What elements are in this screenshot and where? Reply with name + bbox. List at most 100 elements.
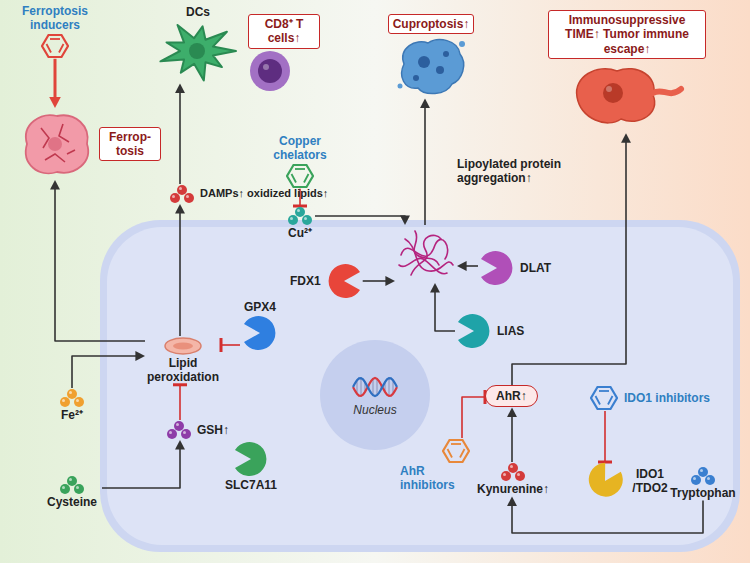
protein-label: DLAT bbox=[478, 249, 551, 287]
arrow-head bbox=[135, 351, 145, 361]
protein-label: GPX4 bbox=[240, 300, 280, 352]
icon-art bbox=[590, 385, 618, 411]
arrow-head bbox=[420, 98, 430, 108]
connector-line bbox=[179, 91, 181, 184]
icon bbox=[590, 385, 618, 411]
inhibition-connector bbox=[598, 411, 612, 462]
node-text: Ferroptosis inducers bbox=[5, 4, 105, 33]
icon bbox=[352, 373, 398, 403]
icon bbox=[395, 225, 457, 283]
transporter-label: SLC7A11 bbox=[214, 440, 288, 492]
drug-label: AhR inhibitors bbox=[400, 438, 470, 493]
connector-line bbox=[55, 188, 145, 341]
icon bbox=[58, 475, 86, 495]
arrow-connector bbox=[72, 351, 145, 388]
icon bbox=[325, 262, 363, 300]
icon-art bbox=[395, 225, 457, 283]
protein-label: FDX1 bbox=[290, 262, 363, 300]
icon-art bbox=[163, 336, 203, 356]
connector-line bbox=[221, 344, 240, 346]
arrow-head bbox=[385, 276, 395, 286]
node-text: SLC7A11 bbox=[225, 478, 277, 492]
connector-line bbox=[102, 448, 180, 488]
receptor-box: AhR↑ bbox=[485, 385, 538, 407]
node-text: Kynurenine↑ bbox=[477, 482, 549, 496]
molecule-label: Tryptophan bbox=[670, 466, 736, 500]
arrow-connector bbox=[430, 283, 455, 331]
node-text: AhR↑ bbox=[496, 389, 527, 403]
node-text: AhR inhibitors bbox=[400, 464, 470, 493]
outcome-box: Cuproptosis↑ bbox=[386, 14, 476, 98]
arrow-connector bbox=[507, 407, 517, 462]
icon bbox=[569, 59, 685, 133]
drug-label: Ferroptosis inducers bbox=[5, 4, 105, 59]
arrow-connector bbox=[507, 496, 703, 533]
node-text: Lipid peroxidation bbox=[145, 356, 221, 385]
icon-art bbox=[569, 59, 685, 133]
arrow-connector bbox=[50, 180, 145, 341]
connector-line bbox=[315, 216, 405, 221]
icon-art bbox=[286, 206, 314, 226]
molecule-label: Cu²⁺ bbox=[285, 206, 315, 240]
node-text: Immunosuppressive TIME↑ Tumor immune esc… bbox=[548, 10, 706, 59]
icon-art bbox=[394, 34, 468, 98]
node-text: FDX1 bbox=[290, 274, 321, 288]
node-text: CD8⁺ T cells↑ bbox=[248, 14, 320, 49]
enzyme-label: IDO1 /TDO2 bbox=[586, 462, 672, 500]
node-text: DCs bbox=[186, 5, 210, 19]
arrow-connector bbox=[49, 59, 61, 108]
connector-line bbox=[604, 411, 606, 462]
drug-label: IDO1 inhibitors bbox=[590, 385, 710, 411]
molecule-label: DAMPs↑ oxidized lipids↑ bbox=[168, 184, 328, 204]
inhibition-connector bbox=[173, 385, 187, 420]
node-text: DAMPs↑ oxidized lipids↑ bbox=[200, 187, 328, 200]
icon-art bbox=[168, 184, 196, 204]
icon-art bbox=[499, 462, 527, 482]
node-text: Ferrop- tosis bbox=[99, 127, 161, 162]
connector-line bbox=[179, 385, 181, 420]
arrow-head bbox=[175, 83, 185, 93]
icon-art bbox=[352, 373, 398, 403]
cell-membrane bbox=[100, 220, 740, 552]
outcome-box: Immunosuppressive TIME↑ Tumor immune esc… bbox=[548, 10, 706, 133]
icon-art bbox=[478, 249, 516, 287]
arrow-head bbox=[175, 204, 185, 214]
icon bbox=[165, 420, 193, 440]
icon bbox=[499, 462, 527, 482]
icon bbox=[478, 249, 516, 287]
arrow-head bbox=[430, 283, 440, 293]
icon bbox=[241, 314, 279, 352]
node-text: LIAS bbox=[497, 324, 524, 338]
icon-art bbox=[586, 462, 624, 500]
icon-art bbox=[241, 314, 279, 352]
icon-art bbox=[58, 388, 86, 408]
connector-line bbox=[512, 500, 703, 533]
protein-label: LIAS bbox=[455, 312, 524, 350]
arrow-head bbox=[457, 261, 467, 271]
icon-art bbox=[286, 163, 314, 189]
arrow-head bbox=[49, 97, 61, 108]
icon-art bbox=[455, 312, 493, 350]
connector-line bbox=[179, 212, 181, 336]
process-label: Lipid peroxidation bbox=[145, 336, 221, 385]
molecule-label: GSH↑ bbox=[165, 420, 229, 440]
icon bbox=[152, 19, 244, 83]
arrow-connector bbox=[175, 204, 185, 336]
inhibition-connector bbox=[462, 390, 485, 438]
node-text: Fe²⁺ bbox=[61, 408, 83, 422]
icon bbox=[232, 440, 270, 478]
connector-line bbox=[462, 397, 485, 438]
protein-aggregate: Lipoylated protein aggregation↑ bbox=[395, 225, 457, 283]
icon bbox=[163, 336, 203, 356]
arrow-connector bbox=[175, 83, 185, 184]
inhibition-bar bbox=[220, 338, 223, 352]
icon bbox=[455, 312, 493, 350]
icon-art bbox=[41, 33, 69, 59]
connector-line bbox=[465, 265, 478, 267]
connector-line bbox=[511, 415, 513, 462]
icon bbox=[286, 163, 314, 189]
inhibition-connector bbox=[221, 338, 240, 352]
icon bbox=[58, 388, 86, 408]
icon bbox=[168, 184, 196, 204]
